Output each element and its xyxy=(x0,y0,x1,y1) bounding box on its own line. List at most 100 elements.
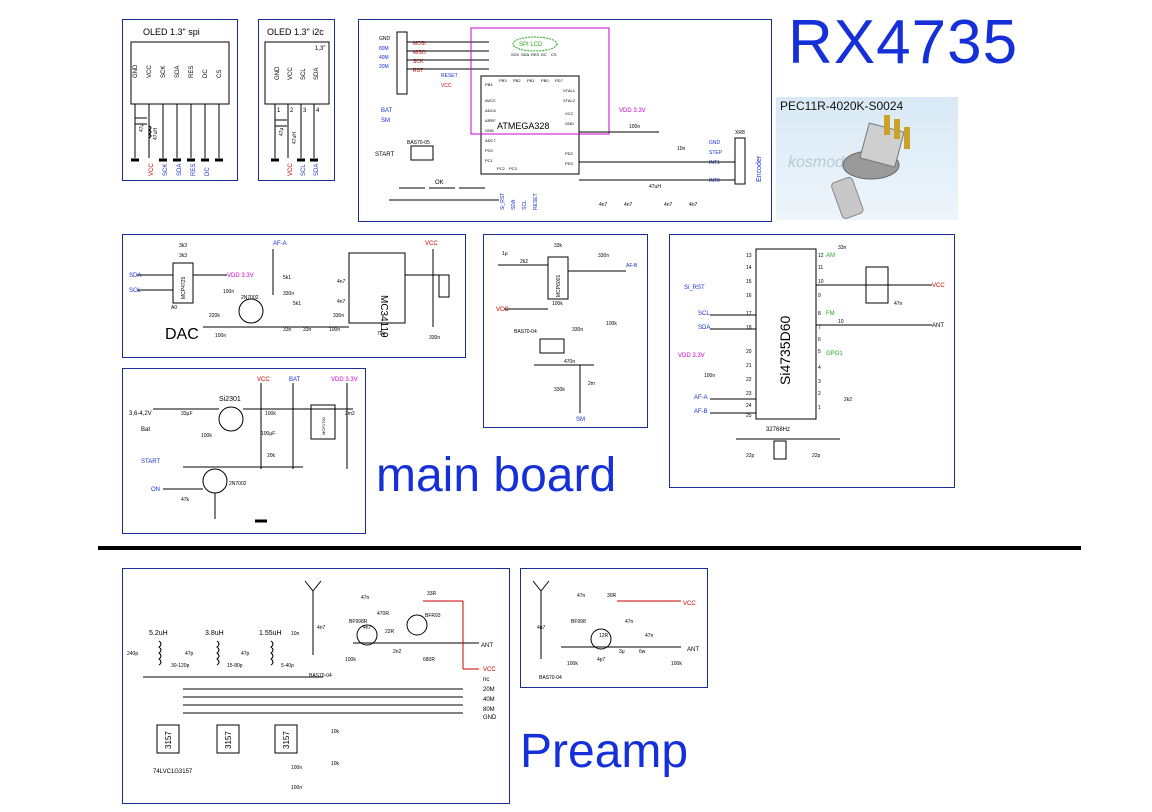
dac-c6: 100n xyxy=(215,333,226,339)
oled-spi-pin-cs: CS xyxy=(217,70,223,78)
preamp-net-80m: 80M xyxy=(483,707,495,713)
oled-i2c-pin-scl: SCL xyxy=(301,68,307,80)
oled-spi-panel: OLED 1.3" spi GND VCC SCK SDA RES DC CS … xyxy=(122,19,238,181)
oled-spi-pin-dc: DC xyxy=(203,69,209,78)
mcu-spi-sck: SCK xyxy=(511,52,520,57)
radio-rp-11: 11 xyxy=(818,265,823,271)
oled-i2c-pin-4: 4 xyxy=(316,108,320,114)
mcu-cap-5: 10n xyxy=(677,146,686,152)
mcu-cap-3: 4n7 xyxy=(664,202,673,208)
dac-c2: 330n xyxy=(283,291,294,297)
radio-lp-23: 23 xyxy=(746,391,752,397)
preamp-c5: 15-80p xyxy=(227,663,243,669)
mcu-pin-xtal1: XTAL1 xyxy=(563,88,576,93)
radio-res: 2k2 xyxy=(844,397,852,403)
radio-rp-5: 5 xyxy=(818,349,821,355)
preamp-net-nc: nc xyxy=(483,677,489,683)
preamp-r5: 680R xyxy=(423,657,435,663)
oled-spi-cap: 47μ xyxy=(139,123,145,132)
mcu-pin-pc2: PC2 xyxy=(497,166,506,171)
mcu-spi-dc: DC xyxy=(541,52,547,57)
mcu-net-si-rst: Si_RST xyxy=(500,193,506,210)
radio-cap-1: 33n xyxy=(838,245,847,251)
power-transistor: 2N7002 xyxy=(229,481,247,487)
dac-transistor: 2N7002 xyxy=(241,295,259,301)
oled-i2c-title: OLED 1.3" i2c xyxy=(267,27,324,37)
radio-in-sda: SDA xyxy=(698,325,710,331)
dac-c4: 33n xyxy=(283,327,292,333)
preamp-r3: 22R xyxy=(385,629,395,635)
oled-i2c-pin-gnd: GND xyxy=(275,66,281,80)
oled-i2c-pin-2: 2 xyxy=(290,108,294,114)
dac-chip: MCP4725 xyxy=(181,277,187,299)
radio-lp-25: 25 xyxy=(746,413,752,419)
power-r4: 47k xyxy=(181,497,190,503)
preamp-c6: 5-40p xyxy=(281,663,294,669)
sm-r6: 2m xyxy=(588,381,595,387)
radio-lp-13: 13 xyxy=(746,253,752,259)
oled-spi-net-sck: SCK xyxy=(163,164,169,176)
preamp-l1: 5.2uH xyxy=(149,630,168,637)
power-vdd: VDD 3.3V xyxy=(331,377,358,383)
sm-r1: 2k2 xyxy=(520,259,528,265)
mcu-pin-adc6: ADC6 xyxy=(485,108,496,113)
dac-c7: 100n xyxy=(329,327,340,333)
mcu-pin-gnd: GND xyxy=(485,128,494,133)
mcu-pin-pb1: PB1 xyxy=(527,78,535,83)
mcu-net-reset: RESET xyxy=(533,193,539,210)
radio-schematic: Si4735D60 13 14 15 16 17 18 20 21 22 23 … xyxy=(678,245,945,460)
dac-vdd: VDD 3.3V xyxy=(227,273,254,279)
sm-c4: 470n xyxy=(564,359,575,365)
mcu-cap-2: 4n7 xyxy=(624,202,633,208)
radio-cap-6: 22p xyxy=(812,453,821,459)
preamp-ant: ANT xyxy=(481,643,493,649)
dac-c10: 4n7 xyxy=(337,299,346,305)
mcu-pin-pd2: PD2 xyxy=(565,151,574,156)
sm-c2: 330n xyxy=(598,253,609,259)
preamp-r7: 10k xyxy=(331,761,340,767)
mcu-spi-res: RES xyxy=(531,52,540,57)
mcu-net-sda: SDA xyxy=(511,199,517,210)
mcu-sm-net: SM xyxy=(381,118,390,124)
mcu-spi-sda: SDA xyxy=(521,52,530,57)
radio-rp-3: 3 xyxy=(818,379,821,385)
preamp-switch-part: 74LVC1G3157 xyxy=(153,769,193,775)
sm-schematic: 1μ 2k2 33k 330n AF-B MCP6001 VCC 100k 10… xyxy=(496,243,638,423)
power-batt: 3,6-4,2V xyxy=(129,411,152,417)
preamp-net-gnd: GND xyxy=(483,715,497,721)
sm-r3: 100k xyxy=(552,301,563,307)
oled-i2c-pin-3: 3 xyxy=(303,108,307,114)
preamp2-p4: 12R xyxy=(599,633,609,639)
mcu-enc-int1: INT1 xyxy=(709,160,720,166)
mcu-cap-1: 4n7 xyxy=(599,202,608,208)
preamp-q2: BFR93 xyxy=(425,613,441,619)
oled-spi-pin-sda: SDA xyxy=(175,66,181,78)
dac-c8: 330n xyxy=(429,335,440,341)
mcu-net-scl: SCL xyxy=(522,200,528,210)
preamp-r8: 2n2 xyxy=(393,649,402,655)
preamp-c9: 47n xyxy=(361,595,370,601)
mcu-pin-pc0: PC0 xyxy=(485,148,494,153)
power-start: START xyxy=(141,459,160,465)
oled-spi-schematic: OLED 1.3" spi GND VCC SCK SDA RES DC CS … xyxy=(130,27,230,176)
preamp-r4: 100k xyxy=(345,657,356,663)
oled-i2c-pin-vcc: VCC xyxy=(288,67,294,80)
power-panel: 3,6-4,2V Bat 33μF Si2301 100k VCC BAT VD… xyxy=(122,368,366,534)
mcu-enc-gnd: GND xyxy=(709,140,721,146)
radio-crystal: 32768Hz xyxy=(766,427,790,433)
sm-r5: 330k xyxy=(554,387,565,393)
mcu-ok-button: OK xyxy=(435,180,444,186)
power-r1: 100k xyxy=(201,433,212,439)
oled-spi-pin-res: RES xyxy=(189,66,195,78)
preamp-l3: 1.55uH xyxy=(259,630,282,637)
radio-rp-6: 6 xyxy=(818,337,821,343)
radio-lp-14: 14 xyxy=(746,265,752,271)
preamp-sw-1: 3157 xyxy=(164,731,173,749)
radio-in-af-b: AF-B xyxy=(694,409,708,415)
preamp-sw-2: 3157 xyxy=(224,731,233,749)
radio-vdd: VDD 3.3V xyxy=(678,353,705,359)
mcu-enc-int0: INT0 xyxy=(709,178,720,184)
oled-i2c-panel: OLED 1.3" i2c 1,3" GND VCC SCL SDA 1 2 3… xyxy=(258,19,335,181)
mcu-hdr-miso: MISO xyxy=(413,50,426,56)
preamp-q1: BF998R xyxy=(349,619,368,625)
